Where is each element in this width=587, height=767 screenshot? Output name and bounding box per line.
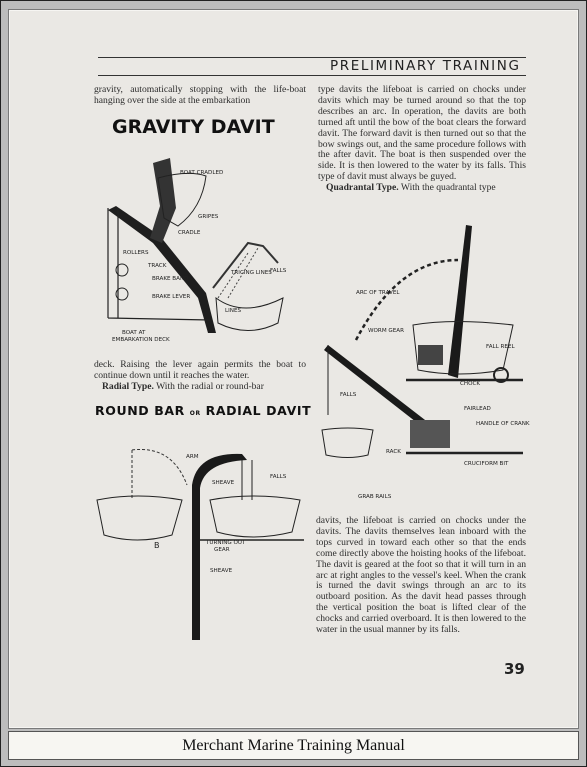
boat-stowed: [412, 321, 514, 375]
quadrantal-paragraph-start: Quadrantal Type. With the quadrantal typ…: [318, 182, 526, 194]
label-turning-out: TURNING OUT: [205, 540, 246, 546]
cradle-arm: [150, 158, 176, 243]
left-middle-text-a: deck. Raising the lever again permits th…: [94, 359, 306, 381]
document-page: [8, 9, 579, 729]
caption-text: Merchant Marine Training Manual: [182, 736, 405, 754]
label-track: TRACK: [147, 263, 167, 269]
radial-type-text: With the radial or round-bar: [153, 380, 264, 392]
label-arm: ARM: [186, 454, 199, 460]
outboard-davit: [212, 241, 279, 289]
rack-gear-box: [410, 420, 450, 448]
quadrantal-davit-drawing: ARC OF TRAVEL WORM GEAR FALL REEL CHOCK …: [321, 225, 530, 500]
radial-title-part-a: ROUND BAR: [95, 403, 185, 418]
left-middle-text-b: Radial Type. With the radial or round-ba…: [94, 380, 306, 393]
quadrantal-type-label: Quadrantal Type.: [326, 182, 399, 194]
label-worm-gear: WORM GEAR: [368, 328, 404, 334]
label-chock: CHOCK: [460, 381, 480, 387]
left-top-text: gravity, automatically stopping with the…: [94, 84, 306, 106]
boat-inboard: [209, 495, 301, 538]
quadrantal-type-text: With the quadrantal type: [398, 182, 496, 194]
radial-type-label: Radial Type.: [102, 380, 154, 392]
worm-gear-box: [418, 345, 443, 365]
swing-arc: [131, 448, 188, 500]
winch-drum: [115, 287, 129, 301]
label-sheave-bottom: SHEAVE: [210, 568, 233, 574]
radial-title-part-b: RADIAL DAVIT: [205, 403, 312, 418]
fall-reel: [493, 367, 509, 383]
header-rule-bottom: [98, 75, 526, 76]
brake-drum: [115, 263, 129, 277]
radial-davit-title: ROUND BAR OR RADIAL DAVIT: [95, 403, 311, 418]
gravity-davit-title: GRAVITY DAVIT: [112, 116, 275, 138]
quadrantal-davit-figure: ARC OF TRAVEL WORM GEAR FALL REEL CHOCK …: [321, 225, 530, 500]
davit-raised: [448, 225, 472, 378]
label-embarkation-deck: EMBARKATION DECK: [112, 337, 170, 343]
davit-frame: [107, 208, 211, 321]
label-arc-of-travel: ARC OF TRAVEL: [356, 290, 400, 296]
page-number: 39: [504, 660, 525, 678]
right-top-text: type davits the lifeboat is carried on c…: [318, 84, 526, 183]
gravity-davit-figure: BOAT CRADLED GRIPES CRADLE ROLLERS TRACK…: [107, 158, 287, 343]
boat-b: [96, 495, 183, 541]
label-falls: FALLS: [270, 268, 287, 274]
left-middle-paragraph: deck. Raising the lever again permits th…: [94, 359, 306, 393]
falls-lines: [241, 460, 253, 500]
header-rule-top: [98, 57, 526, 58]
label-gear: GEAR: [214, 547, 230, 553]
right-bottom-text: davits, the lifeboat is carried on chock…: [316, 515, 526, 636]
label-falls-radial: FALLS: [270, 474, 287, 480]
label-sheave-top: SHEAVE: [212, 480, 235, 486]
label-fall-reel: FALL REEL: [486, 344, 515, 350]
boat-lowered: [321, 427, 374, 458]
tricing-lines: [217, 247, 259, 299]
right-bottom-paragraph: davits, the lifeboat is carried on chock…: [316, 515, 526, 636]
label-boat-at: BOAT AT: [122, 330, 146, 336]
label-brake-band: BRAKE BAND: [152, 276, 188, 282]
label-handle-of-crank: HANDLE OF CRANK: [476, 421, 530, 427]
label-cruciform-bit: CRUCIFORM BIT: [464, 461, 509, 467]
label-falls-quadrantal: FALLS: [340, 392, 357, 398]
label-rollers: ROLLERS: [123, 250, 149, 256]
radial-title-or: OR: [189, 410, 201, 417]
label-grab-rails: GRAB RAILS: [358, 494, 392, 500]
label-rack: RACK: [386, 449, 401, 455]
label-tricing-lines: TRICING LINES: [230, 270, 272, 276]
caption-bar: Merchant Marine Training Manual: [8, 731, 579, 760]
radial-davit-figure: ARM SHEAVE FALLS B TURNING OUT GEAR SHEA…: [96, 448, 304, 640]
label-fairlead: FAIRLEAD: [464, 406, 491, 412]
label-cradle: CRADLE: [178, 230, 201, 236]
label-gripes: GRIPES: [198, 214, 219, 220]
label-boat-cradled: BOAT CRADLED: [180, 170, 223, 176]
running-header: PRELIMINARY TRAINING: [330, 58, 521, 74]
gravity-davit-drawing: BOAT CRADLED GRIPES CRADLE ROLLERS TRACK…: [107, 158, 287, 343]
lowered-boat: [215, 296, 284, 331]
davit-outboard: [324, 345, 438, 436]
label-b: B: [154, 541, 160, 550]
label-brake-lever: BRAKE LEVER: [152, 294, 190, 300]
right-top-paragraph: type davits the lifeboat is carried on c…: [318, 84, 526, 194]
radial-davit-drawing: ARM SHEAVE FALLS B TURNING OUT GEAR SHEA…: [96, 448, 304, 640]
label-lines: LINES: [225, 308, 241, 314]
left-top-paragraph: gravity, automatically stopping with the…: [94, 84, 306, 107]
cradled-boat: [157, 172, 207, 227]
radial-davit-arm: [192, 453, 247, 640]
